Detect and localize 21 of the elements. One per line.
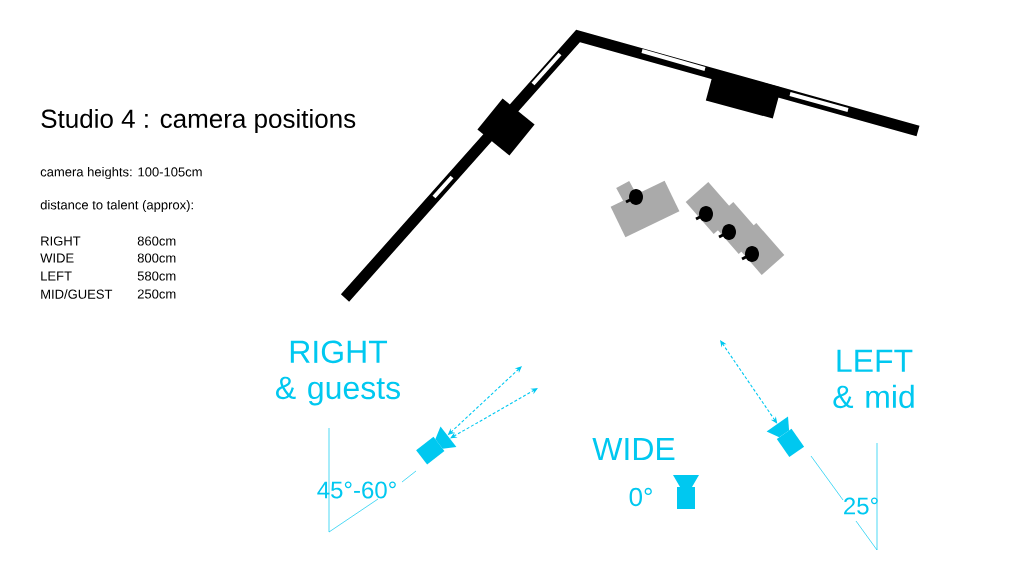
table-cell: LEFT xyxy=(41,271,72,281)
camera-label: LEFT & mid xyxy=(833,349,914,409)
camera-icon xyxy=(416,426,457,465)
table-cell: 250cm xyxy=(137,289,176,299)
table-cell: 580cm xyxy=(137,271,176,281)
arrow xyxy=(720,340,778,424)
info-text: camera heights: 100-105cm xyxy=(40,166,202,180)
table-cell: 800cm xyxy=(137,253,176,263)
table-cell: RIGHT xyxy=(41,236,81,246)
angle-label: 25° xyxy=(844,497,878,515)
camera-label: WIDE xyxy=(592,438,675,460)
camera-label: RIGHT & guests xyxy=(276,340,400,406)
info-text: distance to talent (approx): xyxy=(40,199,193,213)
camera-icon xyxy=(673,475,699,509)
title: Studio 4 : camera positions xyxy=(41,108,356,134)
table-cell: MID/GUEST xyxy=(41,289,113,299)
table-cell: 860cm xyxy=(137,236,176,246)
angle-label: 0° xyxy=(629,487,652,507)
camera-icon xyxy=(766,416,805,458)
angle-label: 45°-60° xyxy=(317,481,396,499)
table-cell: WIDE xyxy=(40,253,74,263)
